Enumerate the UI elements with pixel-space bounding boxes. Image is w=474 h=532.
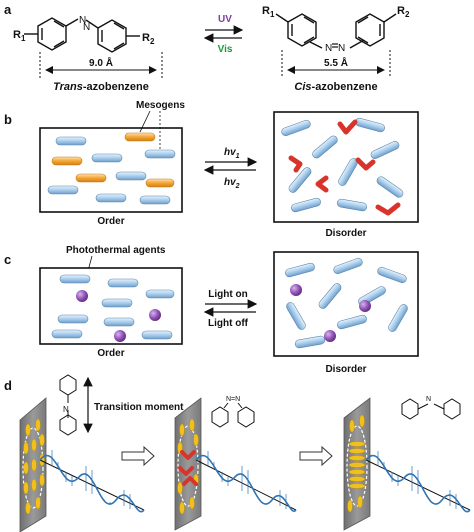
benzene-ring-right <box>355 13 385 47</box>
cis-mesogen <box>355 157 376 171</box>
mesogen <box>55 136 87 146</box>
disordered-mesogens <box>281 117 404 213</box>
azo-bond <box>65 18 79 27</box>
transition-moment-label: Transition moment <box>94 402 184 413</box>
light-on-label: Light on <box>208 289 247 300</box>
trans-azobenzene-structure <box>24 17 140 53</box>
plate-2 <box>174 397 202 531</box>
ordered-mesogens-c <box>51 274 175 340</box>
azo-n-label: N <box>325 43 332 54</box>
mesogens-label: Mesogens <box>136 100 185 111</box>
cis-r2-label: R2 <box>397 5 410 19</box>
panel-a-label: a <box>4 2 12 17</box>
panel-d-label: d <box>4 378 12 393</box>
azo-n-label: N <box>63 405 69 414</box>
cis-mesogen <box>288 155 303 173</box>
light-off-label: Light off <box>208 318 249 329</box>
plate-1 <box>19 397 47 532</box>
light-wave-1 <box>39 450 145 513</box>
vis-label: Vis <box>218 44 233 55</box>
cis-mesogen <box>375 202 401 216</box>
stage-arrow-1 <box>121 445 155 467</box>
trans-distance-value: 9.0 Å <box>89 56 113 69</box>
light-wave-3 <box>365 451 471 513</box>
mesogen <box>139 195 171 205</box>
plate-3 <box>343 397 371 531</box>
mesogen <box>144 149 176 159</box>
trans-azobenzene-name: Trans-azobenzene <box>53 81 149 93</box>
benzene-ring-left <box>37 17 67 51</box>
photothermal-agents-label: Photothermal agents <box>66 245 166 256</box>
panel-c-label: c <box>4 252 11 267</box>
azo-n-label: N <box>426 396 431 403</box>
cis-distance-bar <box>281 50 391 78</box>
benzene-ring-right <box>97 19 127 53</box>
panel-b: b Mesogens Order hv1 hv2 <box>4 100 419 239</box>
cis-azobenzene-name: Cis-azobenzene <box>294 81 377 93</box>
light-wave-2 <box>195 451 297 513</box>
photothermal-agents-ordered <box>76 290 161 342</box>
azo-n-label: N <box>338 43 345 54</box>
mesogen <box>115 171 147 181</box>
order-label-c: Order <box>97 348 124 359</box>
mesogen <box>95 193 127 203</box>
trans-distance-bar <box>39 52 163 78</box>
mesogen-azo <box>75 173 107 183</box>
cis-mesogen <box>315 175 329 193</box>
mesogen-azo <box>51 156 83 166</box>
trans-r1-label: R1 <box>13 29 26 43</box>
disorder-label-c: Disorder <box>325 364 366 375</box>
disorder-label-b: Disorder <box>325 228 366 239</box>
panel-b-label: b <box>4 112 12 127</box>
trans-azobenzene-icon-d <box>59 374 77 436</box>
mesogens-pointer <box>139 110 151 133</box>
cis-distance-value: 5.5 Å <box>324 56 348 69</box>
photothermal-agents-disordered <box>290 284 371 342</box>
trans-r2-label: R2 <box>142 32 155 46</box>
hv2-label: hv2 <box>224 177 240 190</box>
order-label-b: Order <box>97 216 124 227</box>
cis-azobenzene-structure <box>275 13 397 49</box>
mesogen-azo <box>124 132 156 142</box>
azo-n-label: N <box>79 15 86 26</box>
cis-r1-label: R1 <box>262 5 275 19</box>
azo-n-label: N=N <box>226 396 240 403</box>
cis-isomers <box>288 119 401 216</box>
cis-azobenzene-icon-d <box>211 402 255 428</box>
disordered-mesogens-c <box>285 257 408 349</box>
uv-label: UV <box>218 14 232 25</box>
cis-mesogen <box>337 119 358 135</box>
hv1-label: hv1 <box>224 147 240 160</box>
mesogen-azo <box>145 178 175 188</box>
mesogen <box>47 185 79 195</box>
panel-c: c Photothermal agents Order Light on Lig… <box>4 245 419 375</box>
benzene-ring-left <box>287 13 317 47</box>
panel-d: d <box>4 374 471 532</box>
azo-n-label: N <box>83 22 90 33</box>
panel-a: a N N R1 R2 9.0 Å Trans-azobenze <box>4 2 410 93</box>
trans-azobenzene-icon-d3 <box>401 398 461 420</box>
ordered-mesogens <box>47 132 176 205</box>
mesogen <box>91 153 123 163</box>
stage-arrow-2 <box>299 445 333 467</box>
